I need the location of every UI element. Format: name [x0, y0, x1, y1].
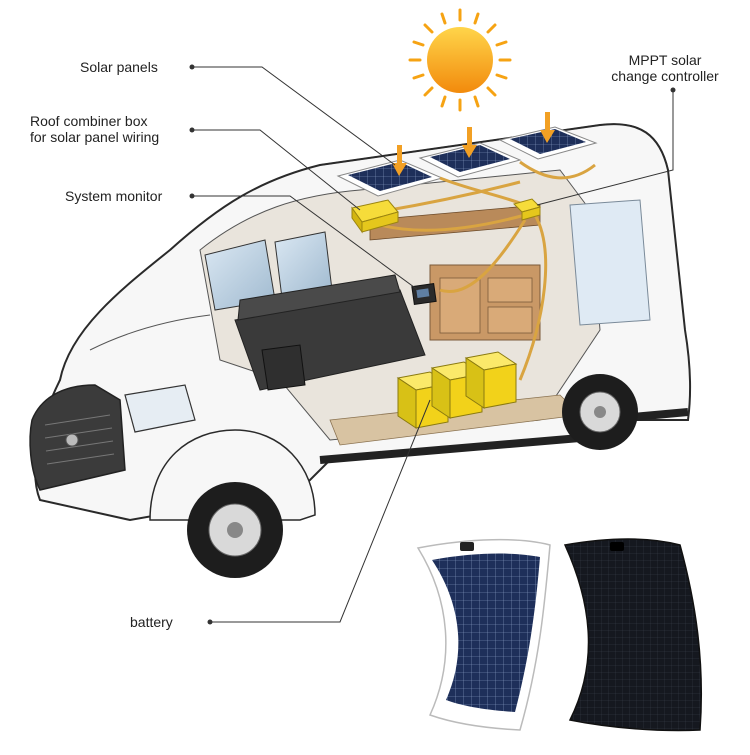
label-combiner-line2: for solar panel wiring: [30, 129, 160, 145]
label-solar-panels: Solar panels: [80, 59, 158, 75]
flexible-panel-black: [563, 538, 703, 732]
junction-box-icon: [460, 542, 474, 551]
system-monitor-device: [411, 282, 437, 306]
roof-panel-2: [418, 142, 522, 178]
van-illustration: [29, 123, 692, 578]
battery-pack: [396, 351, 518, 429]
label-system-monitor: System monitor: [65, 188, 163, 204]
mppt-charge-controller: [513, 198, 541, 221]
solar-wiring: [377, 160, 596, 381]
roof-combiner-box: [351, 199, 399, 234]
roof-panel-3: [498, 126, 598, 160]
front-wheel: [149, 429, 316, 578]
battery-3: [464, 351, 518, 409]
rear-wheel: [562, 374, 638, 450]
leader-dots: [189, 64, 676, 625]
label-mppt-line1: MPPT solar: [628, 52, 702, 68]
brand-emblem-icon: [65, 433, 79, 447]
leader-lines: [192, 66, 674, 623]
sunlight-arrows: [392, 112, 555, 176]
junction-box-icon: [610, 542, 624, 551]
flexible-panel-white: [416, 538, 551, 731]
label-mppt-line2: change controller: [611, 68, 719, 84]
label-combiner-line1: Roof combiner box: [30, 113, 148, 129]
label-battery: battery: [130, 614, 173, 630]
sun-icon: [408, 8, 512, 112]
roof-solar-panels: [336, 112, 598, 197]
